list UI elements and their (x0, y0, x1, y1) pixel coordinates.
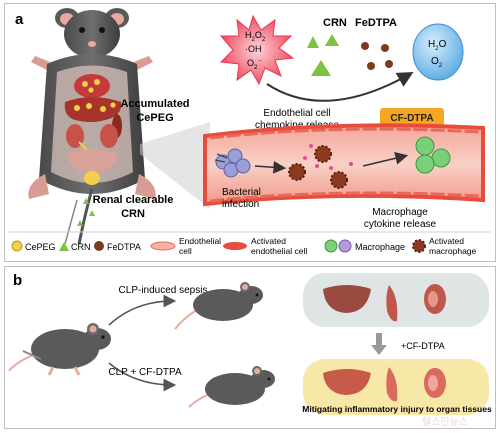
crn-particles (307, 34, 339, 76)
bacterial-label-line1: Bacterial (222, 187, 261, 198)
legend-activated-macro-2: macrophage (429, 246, 477, 256)
clp-sepsis-label: CLP-induced sepsis (119, 285, 208, 296)
clp-treatment-label: CLP + CF-DTPA (108, 367, 182, 378)
panel-b: b CLP-induced sepsis CLP + CF-DTPA (4, 266, 496, 429)
ros-oh: ·OH (245, 44, 262, 54)
macrophage-icon (324, 239, 352, 253)
macro-label-line1: Macrophage (372, 207, 428, 218)
blood-vessel (203, 123, 485, 207)
renal-label-line1: Renal clearable (93, 194, 174, 206)
panel-b-illustration: b CLP-induced sepsis CLP + CF-DTPA (8, 272, 492, 428)
activated-macrophages (288, 144, 353, 189)
fedtpa-label: FeDTPA (355, 17, 397, 29)
panel-a-label: a (15, 11, 24, 28)
fedtpa-particles (361, 42, 393, 70)
treatment-arrow-b (108, 362, 177, 392)
accumulated-label-line2: CePEG (136, 112, 173, 124)
product-h2o: H2O (428, 39, 447, 52)
endothelial-cell-icon (150, 241, 176, 251)
ros-superoxide: O2·- (247, 58, 261, 71)
macro-label-line2: cytokine release (364, 219, 437, 230)
endo-label-line2: chemokine release (255, 120, 339, 131)
infection-arrow (254, 160, 287, 174)
bacteria-cluster (214, 148, 251, 178)
organs-treated (303, 359, 489, 415)
legend-cepeg: CePEG (25, 242, 56, 252)
renal-label-line2: CRN (121, 208, 145, 220)
accumulated-label-line1: Accumulated (120, 98, 189, 110)
mouse-left (8, 323, 111, 376)
mouse-treated (188, 366, 275, 408)
product-o2: O2 (431, 56, 443, 69)
cf-dtpa-arrow-label: +CF-DTPA (401, 341, 445, 351)
sepsis-arrow (108, 294, 177, 326)
ros-h2o2: H2O2 (245, 30, 266, 43)
legend-endothelial-2: cell (179, 246, 192, 256)
legend-activated-endo-1: Activated (251, 236, 286, 246)
legend-crn: CRN (71, 242, 91, 252)
treatment-line1: CF-DTPA (390, 113, 433, 124)
legend-endothelial-1: Endothelial (179, 236, 221, 246)
legend-activated-endo-2: endothelial cell (251, 246, 307, 256)
panel-a: a (4, 3, 496, 262)
ros-starburst: H2O2 ·OH O2·- (219, 14, 295, 86)
zoom-wedge (140, 122, 210, 209)
legend-activated-macro-1: Activated (429, 236, 464, 246)
legend: CePEG CRN FeDTPA Endothelial cell Activa… (11, 236, 477, 256)
mouse-sepsis (174, 282, 263, 330)
panel-a-illustration: a (9, 8, 491, 256)
product-circle: H2O O2 (412, 23, 464, 81)
treatment-arrow (362, 151, 409, 167)
activated-macrophage-icon (412, 239, 426, 253)
bacterial-label-line2: infection (222, 199, 259, 210)
watermark-text: 헬스인뉴스 (422, 416, 468, 428)
activated-endothelial-icon (223, 242, 247, 250)
cepeg-icon (11, 240, 23, 252)
legend-macrophage: Macrophage (355, 242, 405, 252)
mouse-top-view (28, 8, 156, 245)
healthy-macrophages (415, 136, 451, 174)
endo-label-line1: Endothelial cell (263, 108, 330, 119)
conversion-arrow (266, 72, 414, 102)
mitigation-caption: Mitigating inflammatory injury to organ … (302, 404, 492, 414)
panel-b-label: b (13, 272, 22, 289)
crn-icon (59, 242, 69, 251)
fedtpa-icon (94, 241, 104, 251)
organs-sepsis (303, 273, 489, 327)
legend-fedtpa: FeDTPA (107, 242, 141, 252)
crn-label: CRN (323, 17, 347, 29)
